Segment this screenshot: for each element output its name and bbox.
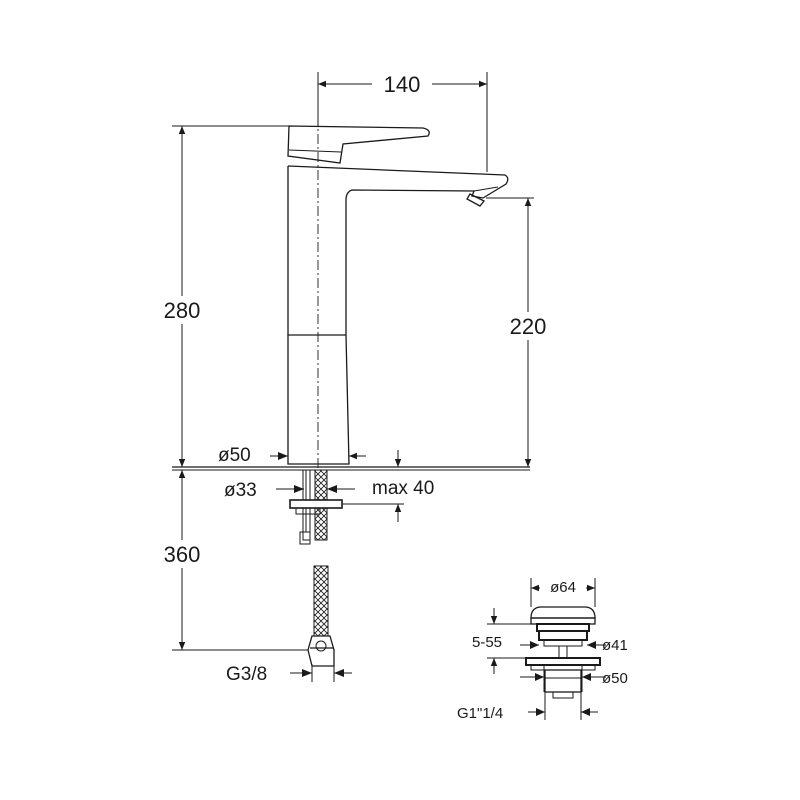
dim-flange-diameter-label: ø50 — [602, 670, 628, 687]
dim-cap-diameter-label: ø64 — [550, 579, 576, 596]
faucet-spout — [287, 165, 509, 335]
mounting-washer — [289, 499, 343, 509]
faucet-body — [287, 166, 346, 336]
dim-hose-length-label: 360 — [164, 542, 201, 567]
dim-spout-height-label: 220 — [510, 314, 547, 339]
dim-hole-diameter-label: ø33 — [224, 480, 257, 501]
dim-inner-diameter-label: ø41 — [602, 637, 628, 654]
faucet-drawing — [172, 80, 530, 667]
dim-body-diameter-label: ø50 — [218, 445, 251, 466]
drain-threaded-body — [544, 669, 582, 693]
faucet-aerator — [466, 193, 486, 207]
drain-cap — [530, 606, 596, 619]
drain-flange — [525, 657, 601, 666]
faucet-handle — [287, 125, 430, 164]
drain-dimensions: ø64 5-55 ø41 ø50 G1"1/4 — [457, 575, 628, 722]
drain-ring-upper — [536, 623, 590, 632]
drain-drawing — [525, 606, 601, 699]
mounting-nut — [295, 507, 321, 515]
dim-max-thickness-label: max 40 — [372, 478, 434, 499]
dim-height-label: 280 — [164, 298, 201, 323]
drain-ring-middle — [538, 630, 588, 641]
dim-faucet-thread-label: G3/8 — [226, 664, 267, 685]
supply-hose-lower — [313, 565, 329, 637]
dim-drain-thread-label: G1"1/4 — [457, 705, 503, 722]
dim-width-label: 140 — [384, 72, 421, 97]
faucet-dimensions: 140 280 220 ø50 ø33 max 40 360 — [158, 70, 556, 685]
dim-height-range-label: 5-55 — [472, 634, 502, 651]
